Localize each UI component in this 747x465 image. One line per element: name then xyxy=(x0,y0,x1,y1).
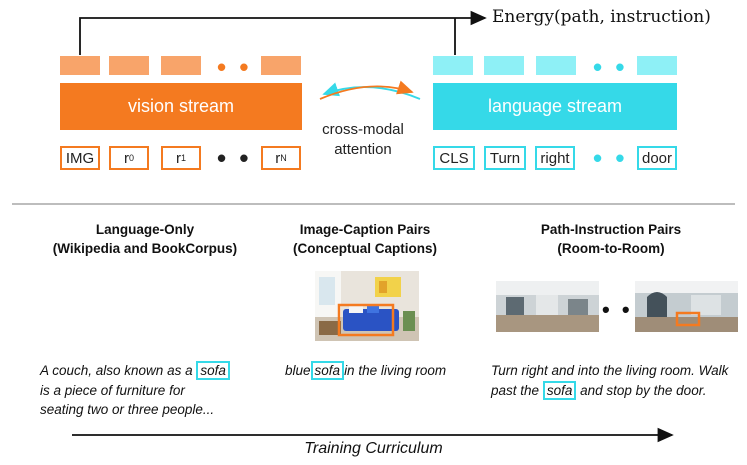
column-path-instruction-text: Turn right and into the living room. Wal… xyxy=(491,361,741,400)
cross-modal-line2: attention xyxy=(334,141,392,158)
curriculum-arrow xyxy=(72,427,674,443)
vision-output-box xyxy=(261,56,301,75)
column-3-title1: Path-Instruction Pairs xyxy=(540,222,682,237)
vision-token-r0-sup: 0 xyxy=(128,153,134,163)
column-language-only-text: A couch, also known as a sofa is a piece… xyxy=(40,361,280,419)
vision-token-rN-base: r xyxy=(275,149,281,167)
vision-output-box xyxy=(109,56,149,75)
column-2-title2: (Conceptual Captions) xyxy=(293,241,437,256)
language-token-door: door xyxy=(637,146,677,170)
vision-token-img: IMG xyxy=(60,146,100,170)
vision-stream-block: vision stream xyxy=(60,83,302,130)
architecture-connectors xyxy=(79,10,487,100)
language-stream-block: language stream xyxy=(433,83,677,130)
column-1-text-line3: seating two or three people... xyxy=(40,402,215,417)
column-2-title1: Image-Caption Pairs xyxy=(299,222,431,237)
column-2-text-pre: blue xyxy=(285,363,311,378)
highlight-sofa: sofa xyxy=(542,381,577,400)
panorama-image-2 xyxy=(635,281,738,332)
energy-label: Energy(path, instruction) xyxy=(492,7,711,27)
curriculum-label: Training Curriculum xyxy=(304,440,443,457)
cross-modal-label: cross-modal attention xyxy=(300,120,426,160)
vision-token-r1-base: r xyxy=(175,149,181,167)
cross-modal-line1: cross-modal xyxy=(322,121,404,138)
language-output-box xyxy=(484,56,524,75)
language-output-box xyxy=(536,56,576,75)
section-divider xyxy=(12,203,735,205)
column-3-title2: (Room-to-Room) xyxy=(557,241,665,256)
language-token-cls: CLS xyxy=(433,146,475,170)
vision-output-box xyxy=(161,56,201,75)
language-token-right: right xyxy=(535,146,575,170)
vision-token-r1-sup: 1 xyxy=(180,153,186,163)
column-3-text-post: and stop by the door. xyxy=(580,383,707,398)
column-3-text-line1: Turn right and into the living room. Wal… xyxy=(491,363,729,378)
panorama-image-1 xyxy=(496,281,599,332)
energy-output-line xyxy=(79,10,487,55)
language-token-turn: Turn xyxy=(484,146,526,170)
living-room-photo xyxy=(315,271,419,341)
column-language-only-title: Language-Only (Wikipedia and BookCorpus) xyxy=(20,220,270,258)
vision-token-rN-sup: N xyxy=(280,153,287,163)
column-2-text-post: in the living room xyxy=(344,363,447,378)
column-path-instruction-title: Path-Instruction Pairs (Room-to-Room) xyxy=(486,220,736,258)
column-1-title1: Language-Only xyxy=(95,222,195,237)
vision-token-rN: rN rN xyxy=(261,146,301,170)
cross-attn-arrow-orange xyxy=(319,80,414,100)
language-output-box xyxy=(637,56,677,75)
language-output-box xyxy=(433,56,473,75)
column-3-text-pre: past the xyxy=(491,383,540,398)
highlight-sofa: sofa xyxy=(196,361,230,380)
column-1-text-pre: A couch, also known as a xyxy=(40,363,193,378)
vision-output-box xyxy=(60,56,100,75)
vision-token-r0-base: r xyxy=(123,149,129,167)
highlight-sofa: sofa xyxy=(310,361,345,380)
column-1-title2: (Wikipedia and BookCorpus) xyxy=(52,241,238,256)
column-image-caption-title: Image-Caption Pairs (Conceptual Captions… xyxy=(240,220,490,258)
column-1-text-line2: is a piece of furniture for xyxy=(40,383,185,398)
